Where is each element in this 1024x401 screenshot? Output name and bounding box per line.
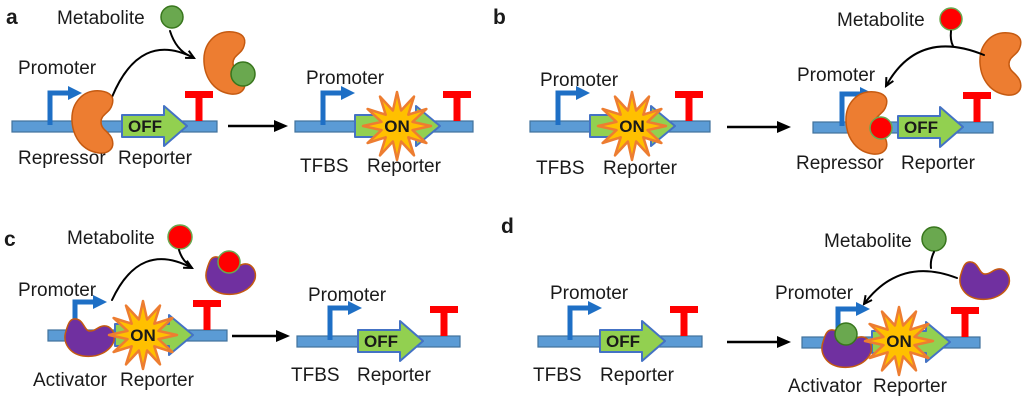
panel-d: d Promoter OFF TFBS Reporter Metabolite … bbox=[501, 215, 1011, 397]
terminator-icon bbox=[430, 306, 458, 336]
terminator-icon bbox=[670, 306, 698, 336]
promoter-icon bbox=[323, 86, 355, 125]
promoter-icon bbox=[558, 86, 590, 125]
reporter-label: Reporter bbox=[603, 158, 678, 179]
terminator-icon bbox=[675, 91, 703, 121]
terminator-icon bbox=[951, 307, 979, 337]
state-label: OFF bbox=[904, 118, 938, 137]
state-label: OFF bbox=[128, 117, 162, 136]
panel-c: c Metabolite Promoter ON Activator Repor… bbox=[4, 224, 461, 391]
promoter-icon bbox=[570, 301, 602, 340]
state-label: OFF bbox=[606, 332, 640, 351]
tfbs-label: TFBS bbox=[533, 365, 582, 386]
promoter-label: Promoter bbox=[550, 283, 629, 304]
transition-arrowhead bbox=[276, 330, 290, 342]
reporter-label: Reporter bbox=[367, 156, 442, 177]
release-arrow bbox=[111, 258, 194, 301]
panel-c-label: c bbox=[4, 228, 16, 251]
state-label: ON bbox=[886, 332, 912, 351]
metabolite-label: Metabolite bbox=[57, 8, 145, 29]
metabolite-green-icon bbox=[160, 5, 184, 29]
reporter-label: Reporter bbox=[600, 365, 675, 386]
activator-icon bbox=[64, 318, 116, 358]
tfbs-label: TFBS bbox=[291, 365, 340, 386]
transition-arrowhead bbox=[777, 336, 791, 348]
panel-b-label: b bbox=[493, 6, 506, 29]
free-repressor-icon bbox=[979, 32, 1022, 96]
metabolite-red-icon bbox=[939, 7, 963, 31]
binding-arrow bbox=[862, 270, 958, 306]
terminator-icon bbox=[443, 91, 471, 121]
tfbs-label: TFBS bbox=[300, 156, 349, 177]
promoter-label: Promoter bbox=[308, 285, 387, 306]
reporter-label: Reporter bbox=[873, 376, 948, 397]
panel-a-label: a bbox=[6, 6, 18, 29]
metabolite-green-icon bbox=[921, 226, 947, 252]
release-arrow bbox=[111, 48, 196, 98]
state-label: ON bbox=[130, 326, 156, 345]
metabolite-label: Metabolite bbox=[824, 231, 912, 252]
state-label: ON bbox=[619, 117, 645, 136]
bound-metabolite-green-icon bbox=[230, 61, 256, 87]
state-label: ON bbox=[384, 117, 410, 136]
reporter-label: Reporter bbox=[901, 153, 976, 174]
reporter-arrow-icon bbox=[357, 320, 424, 362]
promoter-label: Promoter bbox=[797, 65, 876, 86]
transition-arrowhead bbox=[777, 121, 791, 133]
metabolite-path-arrow bbox=[169, 30, 191, 57]
metabolite-path-arrow bbox=[929, 251, 935, 269]
panel-b: b Promoter ON TFBS Reporter Metabolite P… bbox=[493, 6, 1022, 179]
reporter-label: Reporter bbox=[118, 148, 193, 169]
transition-arrowhead bbox=[274, 120, 288, 132]
reporter-arrow-icon bbox=[121, 105, 188, 147]
promoter-label: Promoter bbox=[540, 70, 619, 91]
reporter-arrow-icon bbox=[897, 106, 964, 148]
bound-metabolite-red-icon bbox=[869, 116, 893, 140]
promoter-label: Promoter bbox=[306, 68, 385, 89]
reporter-label: Reporter bbox=[120, 370, 195, 391]
panel-d-label: d bbox=[501, 215, 514, 238]
activator-label: Activator bbox=[788, 376, 863, 397]
panel-a: a Metabolite Promoter OFF Repressor Repo… bbox=[6, 5, 474, 177]
free-activator-icon bbox=[959, 261, 1011, 301]
tfbs-label: TFBS bbox=[536, 158, 585, 179]
promoter-label: Promoter bbox=[18, 280, 97, 301]
promoter-label: Promoter bbox=[18, 58, 97, 79]
bound-metabolite-red-icon bbox=[217, 250, 241, 274]
repressor-label: Repressor bbox=[18, 148, 106, 169]
metabolite-path-arrow bbox=[178, 249, 190, 266]
metabolite-label: Metabolite bbox=[837, 10, 925, 31]
metabolite-path-arrow bbox=[949, 30, 954, 47]
metabolite-red-icon bbox=[167, 224, 193, 250]
bound-metabolite-green-icon bbox=[834, 322, 858, 346]
repressor-label: Repressor bbox=[796, 153, 884, 174]
state-label: OFF bbox=[364, 332, 398, 351]
terminator-icon bbox=[193, 300, 221, 330]
binding-arrow bbox=[884, 45, 985, 88]
metabolite-label: Metabolite bbox=[67, 228, 155, 249]
promoter-label: Promoter bbox=[775, 283, 854, 304]
activator-label: Activator bbox=[33, 370, 108, 391]
reporter-label: Reporter bbox=[357, 365, 432, 386]
dna-strand bbox=[11, 120, 218, 133]
terminator-icon bbox=[185, 91, 213, 121]
terminator-icon bbox=[963, 92, 991, 122]
reporter-arrow-icon bbox=[599, 320, 666, 362]
